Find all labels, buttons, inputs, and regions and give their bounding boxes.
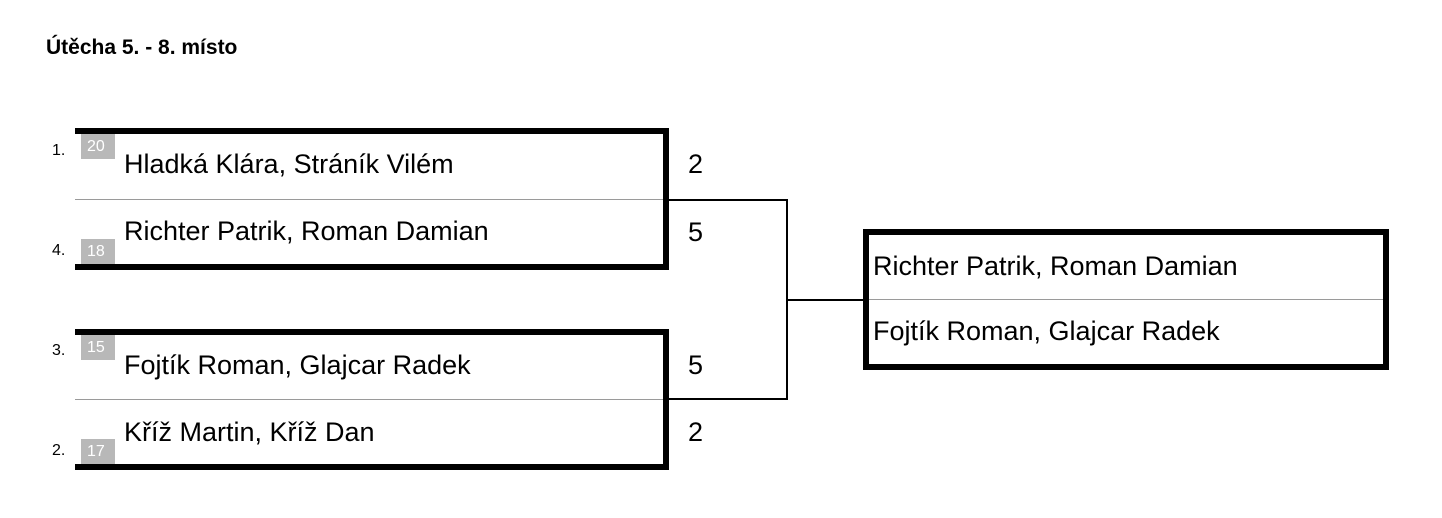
player-name: Fojtík Roman, Glajcar Radek <box>873 316 1220 346</box>
player-name: Hladká Klára, Stráník Vilém <box>124 149 454 179</box>
player-name: Richter Patrik, Roman Damian <box>873 251 1238 281</box>
rank-label: 4. <box>52 242 66 259</box>
match-2 <box>75 329 669 470</box>
score: 2 <box>688 417 704 447</box>
rank-label: 2. <box>52 442 66 459</box>
seed-badge: 18 <box>81 239 115 264</box>
seed-badge: 15 <box>81 335 115 360</box>
match-divider <box>75 399 663 400</box>
rank-label: 1. <box>52 142 66 159</box>
player-name: Fojtík Roman, Glajcar Radek <box>124 350 471 380</box>
player-name: Richter Patrik, Roman Damian <box>124 216 489 246</box>
score: 2 <box>688 149 704 179</box>
final-match <box>863 229 1389 370</box>
player-name: Kříž Martin, Kříž Dan <box>124 417 375 447</box>
seed-badge: 17 <box>81 439 115 464</box>
rank-label: 3. <box>52 342 66 359</box>
match-divider <box>869 299 1383 300</box>
connector-match-2 <box>666 300 788 400</box>
seed-badge: 20 <box>81 134 115 159</box>
match-1 <box>75 128 669 270</box>
connector-match-1 <box>666 199 788 300</box>
match-divider <box>75 199 663 200</box>
bracket-title: Útěcha 5. - 8. místo <box>46 36 238 59</box>
score: 5 <box>688 350 704 380</box>
score: 5 <box>688 217 704 247</box>
